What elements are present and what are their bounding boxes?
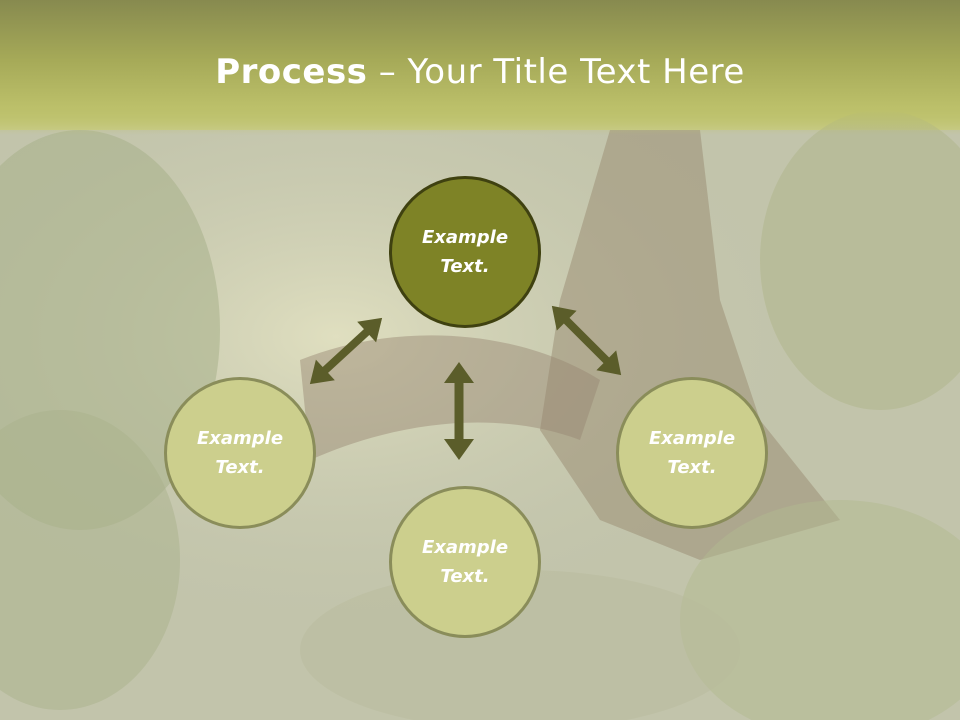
- arrow-top-right: [551, 305, 622, 376]
- node-bottom-line2: Text.: [440, 566, 490, 587]
- node-right-line1: Example: [648, 428, 736, 449]
- title-rest: – Your Title Text Here: [367, 52, 745, 92]
- title-band: [0, 0, 960, 135]
- node-right-line2: Text.: [667, 457, 717, 478]
- title-strong: Process: [215, 52, 368, 92]
- arrow-top-left: [309, 317, 383, 385]
- node-left-line1: Example: [196, 428, 284, 449]
- node-left-line2: Text.: [215, 457, 265, 478]
- node-top-line2: Text.: [440, 256, 490, 277]
- arrow-vertical: [444, 362, 474, 460]
- node-top-line1: Example: [421, 227, 509, 248]
- node-bottom-line1: Example: [421, 537, 509, 558]
- slide-title[interactable]: Process – Your Title Text Here: [0, 52, 960, 92]
